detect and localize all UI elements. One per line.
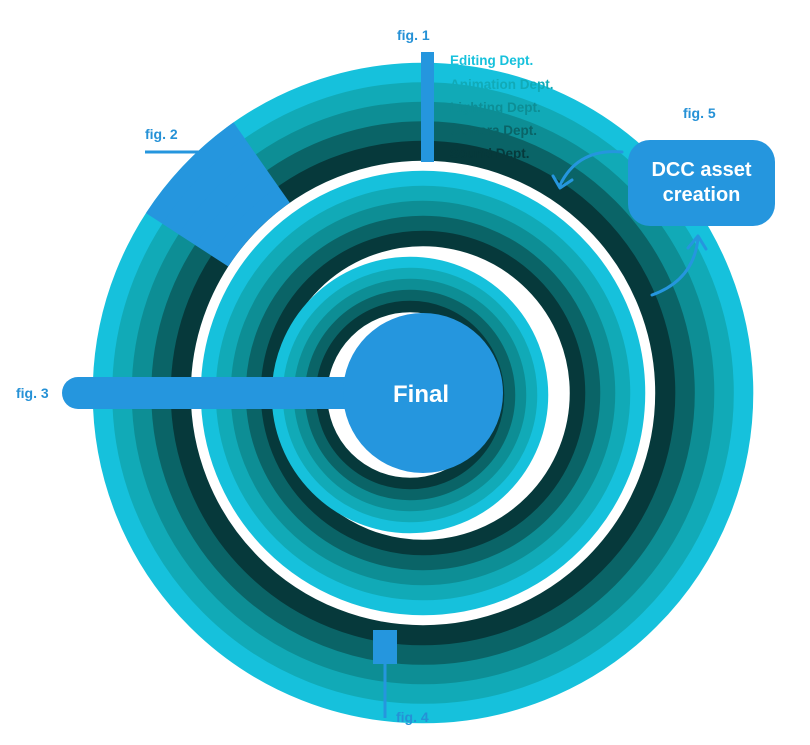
arrow-head-icon <box>551 174 574 190</box>
fig3-bar <box>62 377 372 409</box>
legend-camera: Camera Dept. <box>450 123 537 138</box>
final-circle <box>343 313 503 473</box>
legend-sound: Sound Dept. <box>450 146 530 161</box>
fig3-label: fig. 3 <box>16 385 49 401</box>
fig5-label: fig. 5 <box>683 105 716 121</box>
arrow-to-outer-ring <box>558 150 624 187</box>
fig2-highlight-band <box>211 186 290 267</box>
fig1-label: fig. 1 <box>397 27 430 43</box>
outer-band <box>170 140 676 646</box>
department-legend: Editing Dept. Animation Dept. Lighting D… <box>450 53 554 161</box>
dcc-asset-creation-box: DCC asset creation <box>628 140 775 226</box>
legend-editing: Editing Dept. <box>450 53 533 68</box>
fig4-highlight <box>373 630 397 664</box>
fig4-label: fig. 4 <box>396 709 429 725</box>
legend-animation: Animation Dept. <box>450 77 554 92</box>
dcc-label: DCC asset creation <box>651 159 752 206</box>
fig2-highlight-band <box>145 122 246 225</box>
legend-lighting: Lighting Dept. <box>450 100 541 115</box>
fig2-highlight <box>145 122 290 267</box>
fig2-highlight-band <box>162 138 257 235</box>
outer-band <box>151 121 695 665</box>
arrow-head-icon <box>686 234 708 251</box>
arrow-to-dcc-box <box>650 236 700 297</box>
fig2-highlight-band <box>195 170 279 257</box>
fig2-label: fig. 2 <box>145 126 178 142</box>
outer-band <box>131 101 715 685</box>
fig1-highlight <box>421 52 434 162</box>
fig2-highlight-band <box>178 154 268 246</box>
final-label: Final <box>393 381 449 408</box>
